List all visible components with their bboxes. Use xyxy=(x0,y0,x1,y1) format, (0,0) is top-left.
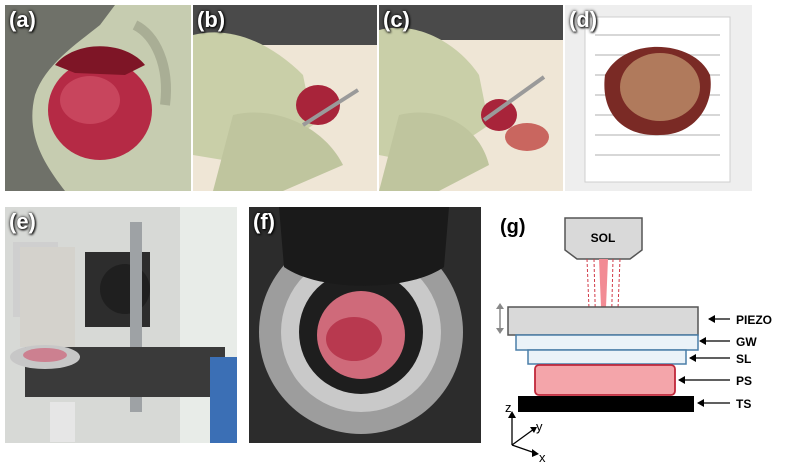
photo-panel-f: (f) xyxy=(249,207,481,443)
translation-stage xyxy=(518,396,694,412)
axis-x-label: x xyxy=(539,450,546,465)
glass-window xyxy=(515,334,699,351)
sl-label: SL xyxy=(736,352,751,366)
panel-label-e: (e) xyxy=(9,209,36,234)
sol-label: SOL xyxy=(591,231,616,245)
panel-label-a: (a) xyxy=(9,7,36,32)
photo-panel-e: (e) xyxy=(5,207,237,443)
photo-panel-c: (c) xyxy=(379,5,563,191)
sample-layer xyxy=(527,349,687,365)
vertical-motion-arrow-icon xyxy=(496,303,504,334)
panel-label-c: (c) xyxy=(383,7,410,32)
piezo-label: PIEZO xyxy=(736,313,772,327)
sample-holder-photo xyxy=(249,207,481,443)
prepared-sample xyxy=(534,364,676,396)
tissue-in-hand-photo xyxy=(5,5,191,191)
photo-panel-a: (a) xyxy=(5,5,191,191)
axis-y-label: y xyxy=(536,419,543,434)
sliced-tissue-photo xyxy=(379,5,563,191)
panel-label-g: (g) xyxy=(500,216,526,238)
coordinate-axes-icon xyxy=(508,411,539,457)
panel-label-f: (f) xyxy=(253,209,275,234)
panel-label-b: (b) xyxy=(197,7,226,32)
photo-panel-b: (b) xyxy=(193,5,377,191)
gw-label: GW xyxy=(736,335,757,349)
light-sheet-beam xyxy=(599,259,608,307)
schematic-diagram: (g) SOL PIEZO GW SL PS TS z xyxy=(496,216,772,465)
cutting-tissue-photo xyxy=(193,5,377,191)
tissue-slice-on-plate-photo xyxy=(565,5,752,191)
axis-z-label: z xyxy=(505,400,512,415)
panel-label-d: (d) xyxy=(569,7,598,32)
sol-objective xyxy=(564,217,643,260)
microscope-setup-photo xyxy=(5,207,237,443)
ps-label: PS xyxy=(736,374,752,388)
photo-panel-d: (d) xyxy=(565,5,752,191)
piezo-stage xyxy=(507,306,699,336)
ts-label: TS xyxy=(736,397,751,411)
